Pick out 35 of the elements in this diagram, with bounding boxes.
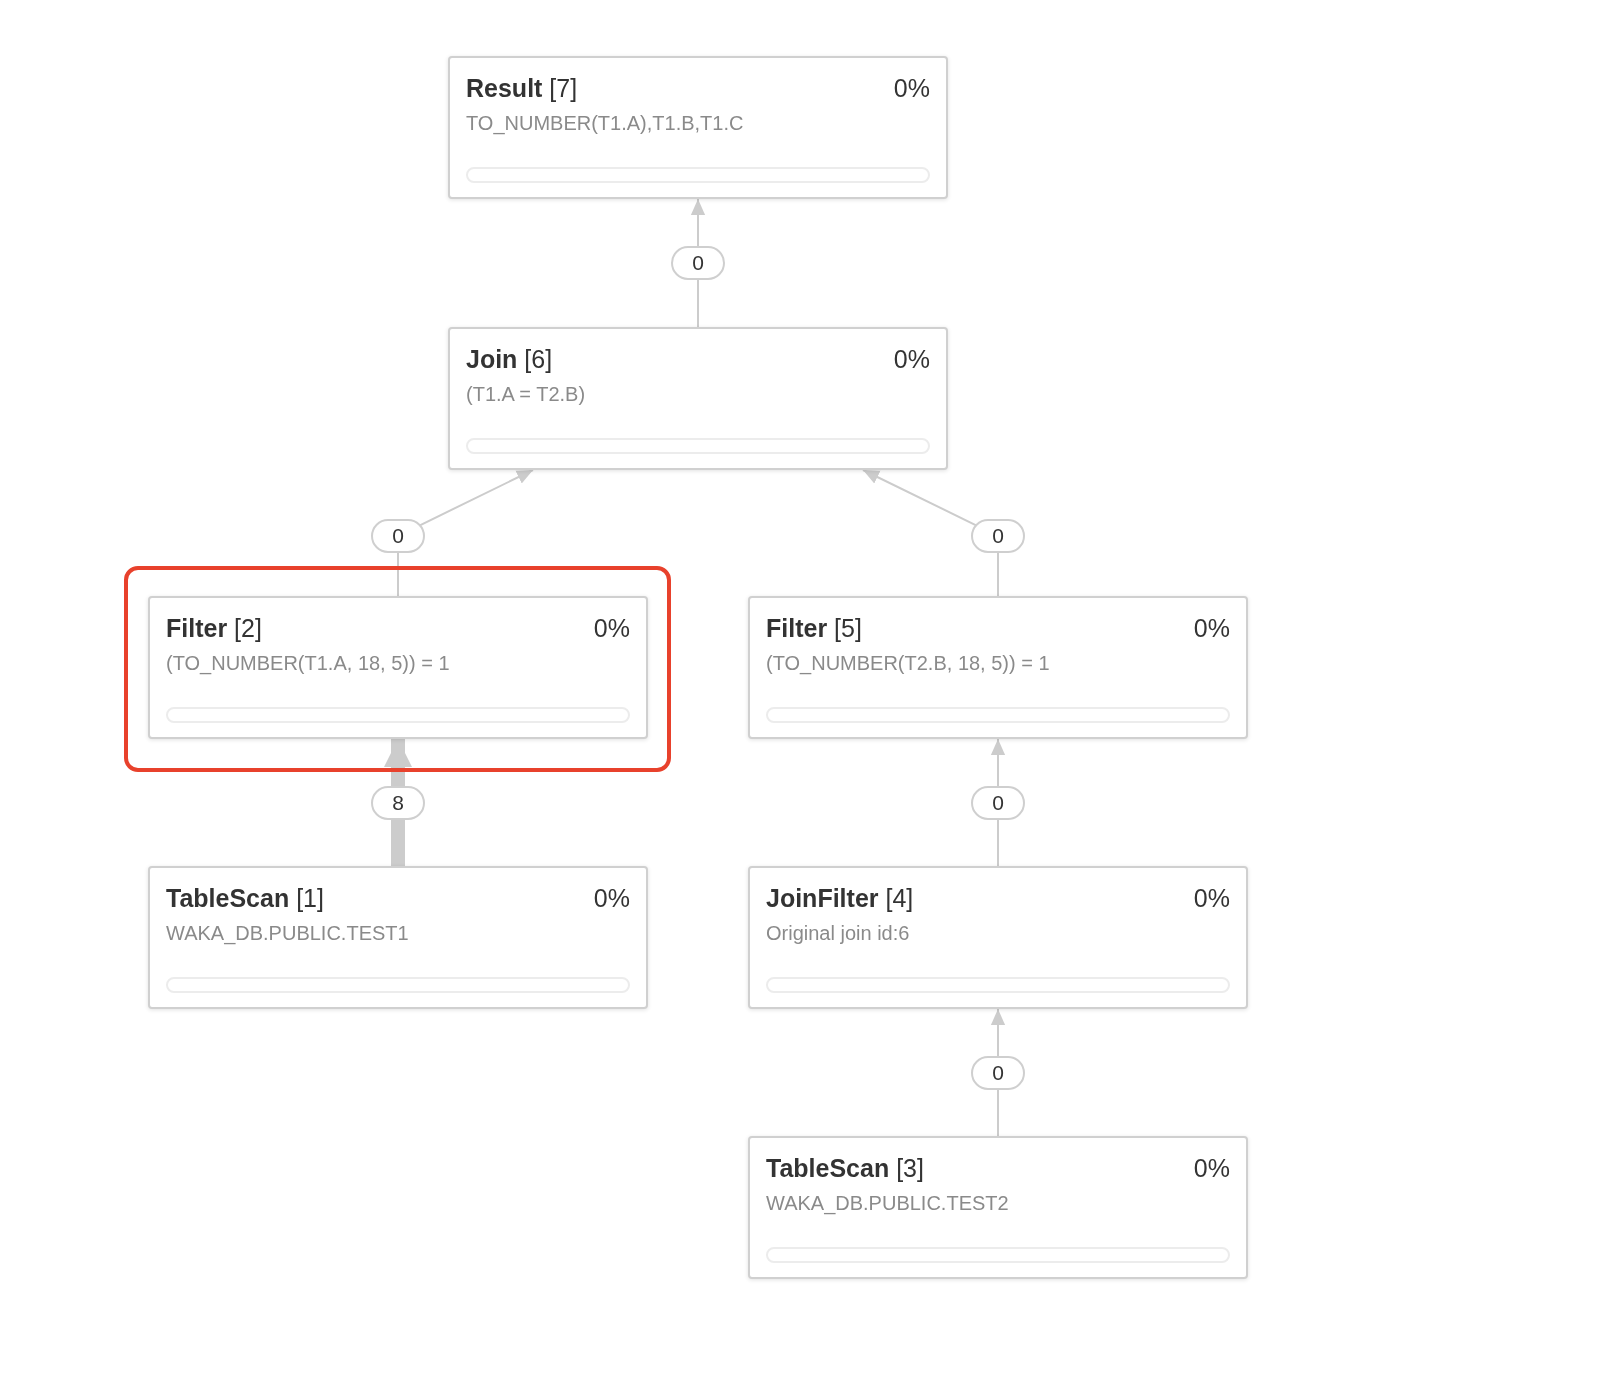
operator-detail: TO_NUMBER(T1.A),T1.B,T1.C — [466, 112, 744, 135]
operator-detail: WAKA_DB.PUBLIC.TEST1 — [166, 922, 409, 945]
operator-detail: Original join id:6 — [766, 922, 910, 945]
highlight-frame — [124, 566, 671, 772]
percent-label: 0% — [1193, 884, 1230, 913]
operator-title: TableScan [1] — [166, 884, 324, 913]
operator-title: Filter [2] — [166, 614, 262, 643]
operator-title: Result [7] — [466, 74, 578, 103]
operator-card — [748, 1136, 1248, 1279]
row-count-label: 0 — [371, 519, 425, 553]
percent-label: 0% — [593, 884, 630, 913]
operator-card — [448, 327, 948, 470]
operator-card — [448, 56, 948, 199]
row-count-label: 0 — [971, 785, 1025, 820]
operator-detail: (TO_NUMBER(T2.B, 18, 5)) = 1 — [766, 652, 1050, 675]
row-count-label: 0 — [671, 246, 725, 280]
operator-title: Filter [5] — [766, 614, 862, 643]
operator-card — [148, 866, 648, 1009]
operator-detail: (T1.A = T2.B) — [466, 383, 586, 406]
percent-label: 0% — [593, 614, 630, 643]
operator-detail: (TO_NUMBER(T1.A, 18, 5)) = 1 — [166, 652, 450, 675]
operator-card — [148, 596, 648, 739]
operator-card — [748, 866, 1248, 1009]
row-count-label: 0 — [971, 519, 1025, 553]
operator-detail: WAKA_DB.PUBLIC.TEST2 — [766, 1192, 1009, 1215]
operator-title: Join [6] — [466, 345, 553, 374]
row-count-label: 0 — [971, 1055, 1025, 1090]
row-count-label: 8 — [371, 785, 425, 820]
percent-label: 0% — [1193, 614, 1230, 643]
percent-label: 0% — [1193, 1154, 1230, 1183]
percent-label: 0% — [893, 74, 930, 103]
operator-title: TableScan [3] — [766, 1154, 924, 1183]
percent-label: 0% — [893, 345, 930, 374]
operator-title: JoinFilter [4] — [766, 884, 914, 913]
operator-card — [748, 596, 1248, 739]
